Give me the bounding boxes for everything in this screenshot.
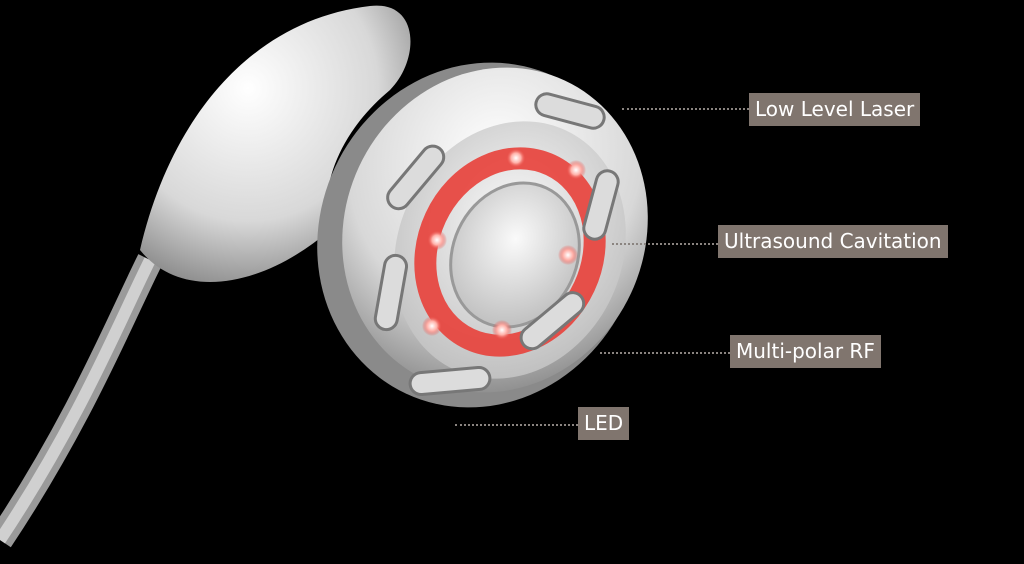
rf-electrodes	[373, 92, 620, 397]
cable	[0, 254, 162, 548]
label-led: LED	[578, 407, 630, 440]
leader-line-led	[455, 424, 578, 426]
treatment-head	[317, 62, 648, 408]
led-ring	[414, 147, 606, 357]
ultrasound-probe	[449, 181, 581, 329]
leader-line-ultrasound	[612, 243, 718, 245]
leader-line-rf	[600, 352, 730, 354]
leader-line-laser	[622, 108, 749, 110]
label-multipolar-rf: Multi-polar RF	[730, 335, 881, 368]
handle	[140, 5, 411, 283]
led-lights	[422, 148, 586, 340]
label-ultrasound-cavitation: Ultrasound Cavitation	[718, 225, 948, 258]
label-low-level-laser: Low Level Laser	[749, 93, 921, 126]
